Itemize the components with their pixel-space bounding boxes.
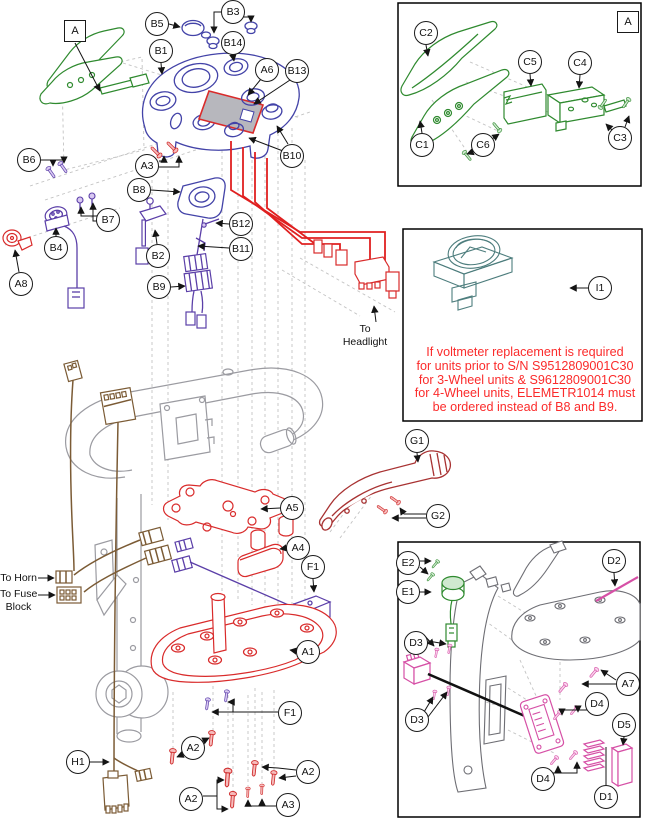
console-small-parts-art <box>2 160 226 329</box>
callout-d3-upper: D3 <box>404 631 428 655</box>
callout-d5: D5 <box>612 713 636 737</box>
to-fuse-block-label: To Fuse Block <box>0 588 37 613</box>
wiring-brown-art <box>55 359 173 814</box>
to-fuse-line1: To Fuse <box>0 588 38 600</box>
callout-h1: H1 <box>66 750 90 774</box>
callout-c2: C2 <box>414 21 438 45</box>
callout-b3: B3 <box>221 0 245 24</box>
callout-b12: B12 <box>229 212 253 236</box>
knob-b5-art <box>181 19 212 39</box>
callout-e2: E2 <box>396 551 420 575</box>
bucket-art <box>150 592 337 809</box>
callout-i1: I1 <box>588 276 612 300</box>
callout-c5: C5 <box>518 50 542 74</box>
callout-a-inset: A <box>617 11 639 33</box>
callout-d4-upper: D4 <box>585 692 609 716</box>
callout-d1: D1 <box>594 785 618 809</box>
to-headlight-label: To Headlight <box>330 323 400 348</box>
battery-meter-faceplate <box>519 694 565 754</box>
callout-b14: B14 <box>221 31 245 55</box>
warning-line-5: be ordered instead of B8 and B9. <box>432 400 618 415</box>
callout-a7: A7 <box>616 672 640 696</box>
tiller-frame-art <box>65 367 324 743</box>
to-horn-label: To Horn <box>0 572 37 584</box>
callout-a3-bottom: A3 <box>276 793 300 817</box>
callout-f1: F1 <box>301 555 325 579</box>
callout-c1: C1 <box>410 133 434 157</box>
callout-c4: C4 <box>568 51 592 75</box>
callout-b13: B13 <box>285 59 309 83</box>
callout-e1: E1 <box>396 580 420 604</box>
callout-g2: G2 <box>426 504 450 528</box>
caps-b3-art <box>206 21 258 50</box>
callout-a1: A1 <box>296 640 320 664</box>
throttle-lever-art <box>39 27 150 105</box>
callout-a3-top: A3 <box>135 154 159 178</box>
callout-g1: G1 <box>405 429 429 453</box>
callout-b4: B4 <box>44 236 68 260</box>
inset-tiller-cover-box <box>397 540 641 818</box>
callout-d2: D2 <box>602 549 626 573</box>
callout-a2-bottom: A2 <box>179 787 203 811</box>
callout-a2-right: A2 <box>296 760 320 784</box>
callout-a5: A5 <box>280 496 304 520</box>
warning-line-4: for 4-Wheel units, ELEMETR1014 must <box>414 386 636 401</box>
voltmeter-warning-note: If voltmeter replacement is required for… <box>409 345 641 415</box>
callout-d4-lower: D4 <box>531 767 555 791</box>
callout-b10: B10 <box>280 144 304 168</box>
inset-voltmeter-box <box>402 228 643 422</box>
callout-d3-lower: D3 <box>405 708 429 732</box>
inset-throttle-box <box>397 2 642 187</box>
callout-f1-lower: F1 <box>278 701 302 725</box>
warning-line-2: for units prior to S/N S9512809001C30 <box>416 358 634 373</box>
connector-stack-d1 <box>582 739 606 772</box>
to-headlight-line1: To <box>359 323 371 335</box>
callout-a8: A8 <box>9 272 33 296</box>
callout-a6: A6 <box>255 58 279 82</box>
callout-b1: B1 <box>149 39 173 63</box>
callout-b7: B7 <box>96 208 120 232</box>
callout-b6: B6 <box>17 148 41 172</box>
warning-line-1: If voltmeter replacement is required <box>426 345 624 359</box>
callout-b2: B2 <box>146 244 170 268</box>
callout-c6: C6 <box>471 133 495 157</box>
callout-b11: B11 <box>229 237 253 261</box>
callout-c3: C3 <box>608 126 632 150</box>
callout-b5: B5 <box>145 12 169 36</box>
callout-b8: B8 <box>127 178 151 202</box>
warning-line-3: for 3-Wheel units & S9612809001C30 <box>418 372 632 387</box>
callout-a2-left: A2 <box>181 736 205 760</box>
headlight-harness-art <box>230 141 400 299</box>
callout-a-main: A <box>64 20 86 42</box>
callout-b9: B9 <box>147 275 171 299</box>
to-headlight-line2: Headlight <box>342 335 388 348</box>
to-fuse-line2: Block <box>5 600 32 613</box>
bucket-bosses <box>170 608 315 665</box>
